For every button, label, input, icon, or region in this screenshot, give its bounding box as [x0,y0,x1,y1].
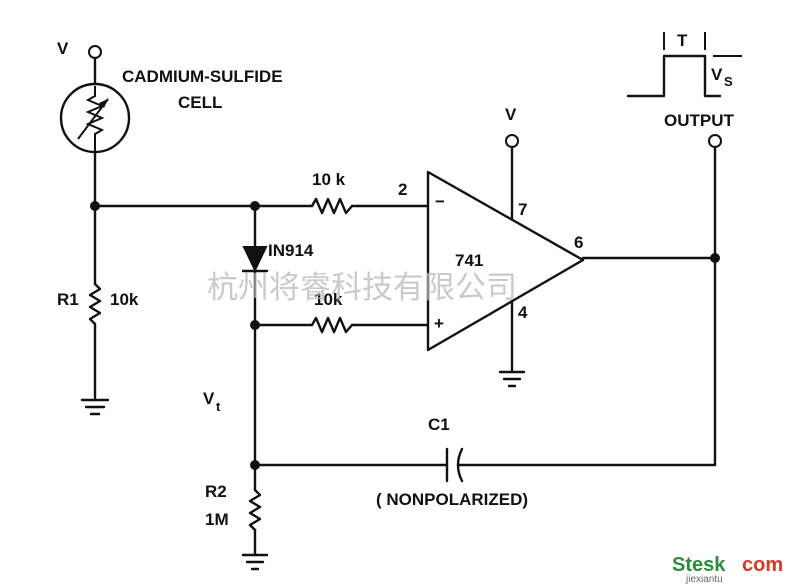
ground-bottom [241,553,269,571]
r2-name: R2 [205,482,227,501]
svg-text:jiexiantu: jiexiantu [685,574,723,584]
opamp-minus-sign: − [435,192,445,211]
supply-terminal-left [88,45,102,59]
vs-label: V [711,65,723,84]
r1-name: R1 [57,290,79,309]
opamp-label: 741 [455,251,483,270]
supply-label-left: V [57,39,69,58]
ground-left [80,398,110,416]
period-label: T [677,31,688,50]
input-resistor [310,197,354,215]
svg-text:com: com [742,554,783,576]
r1-resistor [88,282,102,326]
output-label: OUTPUT [664,111,735,130]
watermark-text: 杭州将睿科技有限公司 [207,270,517,306]
feedback-resistor [310,316,354,334]
supply-terminal-opamp [505,134,519,148]
diode-in914 [241,246,269,273]
pin-v-label: 7 [518,200,527,219]
sensor-label-line2: CELL [178,93,222,112]
svg-text:Stesk: Stesk [672,554,726,576]
pin-gnd-label: 4 [518,303,528,322]
sensor-label-line1: CADMIUM-SULFIDE [122,67,283,86]
vt-label: V [203,389,215,408]
output-terminal [708,134,722,148]
r2-resistor [248,488,262,532]
c1-label: C1 [428,415,450,434]
feedback-resistor-value: 10k [314,290,343,309]
vt-subscript: t [216,399,221,414]
input-resistor-value: 10 k [312,170,346,189]
supply-label-opamp: V [505,105,517,124]
pin-inv-label: 2 [398,180,407,199]
diode-label: IN914 [268,241,314,260]
opamp-741 [426,170,585,352]
opamp-plus-sign: + [434,314,444,333]
c1-note: ( NONPOLARIZED) [376,490,528,509]
pin-out-label: 6 [574,233,583,252]
output-waveform [626,32,742,98]
r2-value: 1M [205,510,229,529]
watermark-logo: Stesk com jiexiantu [672,554,783,584]
vs-subscript: S [724,74,733,89]
cds-cell [59,82,131,154]
r1-value: 10k [110,290,139,309]
ground-opamp [498,370,526,388]
